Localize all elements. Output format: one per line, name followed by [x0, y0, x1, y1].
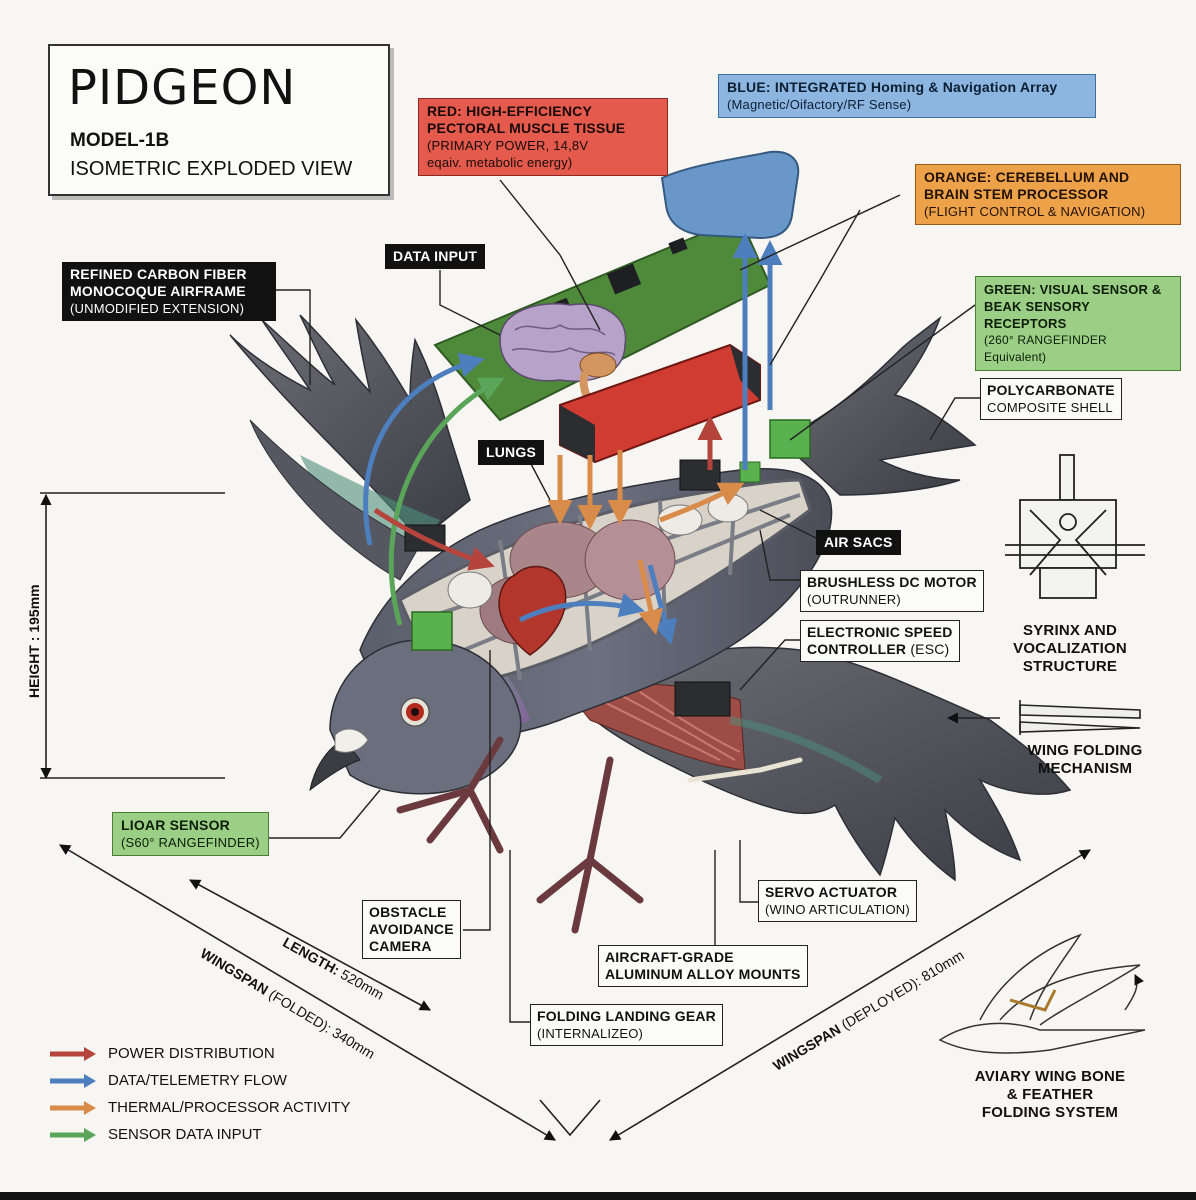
dimension-lines — [40, 492, 1091, 1141]
callout-servo: SERVO ACTUATOR (WINO ARTICULATION) — [758, 880, 917, 922]
wing-folding-diagram — [946, 700, 1141, 735]
callout-servo-sub: (WINO ARTICULATION) — [765, 902, 910, 917]
callout-motor-sub: (OUTRUNNER) — [807, 592, 901, 607]
callout-polycarbonate: POLYCARBONATE COMPOSITE SHELL — [980, 378, 1122, 420]
legend: POWER DISTRIBUTION DATA/TELEMETRY FLOW T… — [48, 1040, 368, 1148]
callout-mounts: AIRCRAFT-GRADE ALUMINUM ALLOY MOUNTS — [598, 945, 808, 987]
flow-arrows — [363, 233, 783, 645]
syrinx-label-line2: VOCALIZATION — [1013, 640, 1127, 657]
callout-orange-brain-title2: BRAIN STEM PROCESSOR — [924, 186, 1109, 202]
aviary-label-line2: & FEATHER — [1006, 1086, 1094, 1103]
callout-airframe-title2: MONOCOQUE AIRFRAME — [70, 283, 246, 299]
syrinx-label: SYRINX AND VOCALIZATION STRUCTURE — [995, 622, 1145, 676]
aviary-sketch — [938, 933, 1146, 1054]
callout-orange-brain-sub: (FLIGHT CONTROL & NAVIGATION) — [924, 204, 1146, 219]
callout-airframe-sub: (UNMODIFIED EXTENSION) — [70, 301, 245, 316]
wing-folding-label-line1: WING FOLDING — [1027, 742, 1143, 759]
pigeon-head — [309, 611, 522, 795]
wing-folding-label-line2: MECHANISM — [1037, 760, 1133, 777]
aviary-label-line3: FOLDING SYSTEM — [981, 1104, 1119, 1121]
legend-item-thermal: THERMAL/PROCESSOR ACTIVITY — [48, 1094, 368, 1121]
aviary-label-line1: AVIARY WING BONE — [974, 1068, 1126, 1085]
callout-airframe: REFINED CARBON FIBER MONOCOQUE AIRFRAME … — [62, 262, 276, 321]
wing-folding-label: WING FOLDING MECHANISM — [1010, 742, 1160, 778]
dimension-height: HEIGHT : 195mm — [26, 584, 42, 698]
callout-red-muscle-title: RED: HIGH-EFFICIENCY PECTORAL MUSCLE TIS… — [427, 103, 626, 136]
callout-camera-line1: OBSTACLE — [369, 904, 447, 920]
callout-lidar: LIOAR SENSOR (S60° RANGEFINDER) — [112, 812, 269, 856]
syrinx-label-line1: SYRINX AND — [1023, 622, 1117, 639]
callout-mounts-line1: AIRCRAFT-GRADE — [605, 949, 734, 965]
callout-lidar-title: LIOAR SENSOR — [121, 817, 230, 833]
callout-motor-title: BRUSHLESS DC MOTOR — [807, 574, 977, 590]
callout-red-muscle-line2: eqaiv. metabolic energy) — [427, 155, 573, 170]
callout-green-visual-sub: (260° RANGEFINDER Equivalent) — [984, 333, 1107, 364]
callout-orange-brain-title1: ORANGE: CEREBELLUM AND — [924, 169, 1130, 185]
callout-mounts-line2: ALUMINUM ALLOY MOUNTS — [605, 966, 801, 982]
callout-landing-gear-sub: (INTERNALIZEO) — [537, 1026, 644, 1041]
callout-landing-gear: FOLDING LANDING GEAR (INTERNALIZEO) — [530, 1004, 723, 1046]
callout-air-sacs: AIR SACS — [816, 530, 901, 555]
legend-label-data: DATA/TELEMETRY FLOW — [108, 1072, 287, 1089]
bottom-border — [0, 1192, 1196, 1200]
callout-data-input: DATA INPUT — [385, 244, 486, 269]
callout-polycarbonate-sub: COMPOSITE SHELL — [987, 400, 1113, 415]
callout-polycarbonate-title: POLYCARBONATE — [987, 382, 1115, 398]
model-name: MODEL-1B — [70, 130, 170, 151]
arrow-icon — [50, 1046, 96, 1061]
legend-item-sensor: SENSOR DATA INPUT — [48, 1121, 368, 1148]
legend-label-thermal: THERMAL/PROCESSOR ACTIVITY — [108, 1099, 351, 1116]
title-block: PIDGEON MODEL-1B ISOMETRIC EXPLODED VIEW — [48, 44, 390, 196]
callout-green-visual-title2: BEAK SENSORY RECEPTORS — [984, 299, 1090, 331]
diagram-title: PIDGEON — [68, 60, 297, 116]
callout-esc-sub: (ESC) — [910, 641, 950, 657]
callout-landing-gear-title: FOLDING LANDING GEAR — [537, 1008, 716, 1024]
callout-blue-homing: BLUE: INTEGRATED Homing & Navigation Arr… — [718, 74, 1096, 118]
arrow-icon — [50, 1073, 96, 1088]
callout-lungs: LUNGS — [478, 440, 544, 465]
callout-esc-title1: ELECTRONIC SPEED — [807, 624, 953, 640]
legend-item-data: DATA/TELEMETRY FLOW — [48, 1067, 368, 1094]
callout-esc: ELECTRONIC SPEED CONTROLLER (ESC) — [800, 620, 960, 662]
callout-camera: OBSTACLE AVOIDANCE CAMERA — [362, 900, 461, 959]
callout-servo-title: SERVO ACTUATOR — [765, 884, 898, 900]
right-wing — [558, 646, 1072, 882]
legend-label-power: POWER DISTRIBUTION — [108, 1045, 275, 1062]
aviary-label: AVIARY WING BONE & FEATHER FOLDING SYSTE… — [960, 1068, 1140, 1122]
view-name: ISOMETRIC EXPLODED VIEW — [70, 158, 353, 180]
callout-blue-homing-title: BLUE: INTEGRATED Homing & Navigation Arr… — [727, 79, 1058, 95]
syrinx-label-line3: STRUCTURE — [1022, 658, 1118, 675]
callout-red-muscle: RED: HIGH-EFFICIENCY PECTORAL MUSCLE TIS… — [418, 98, 668, 176]
callout-blue-homing-sub: (Magnetic/Oifactory/RF Sense) — [727, 97, 912, 112]
callout-airframe-title1: REFINED CARBON FIBER — [70, 266, 247, 282]
syrinx-diagram — [1005, 454, 1145, 599]
callout-camera-line3: CAMERA — [369, 938, 432, 954]
arrow-icon — [50, 1127, 96, 1142]
callout-green-visual-title1: GREEN: VISUAL SENSOR & — [984, 282, 1162, 297]
callout-green-visual: GREEN: VISUAL SENSOR & BEAK SENSORY RECE… — [975, 276, 1181, 371]
tail — [778, 315, 977, 496]
callout-camera-line2: AVOIDANCE — [369, 921, 454, 937]
exploded-components — [433, 150, 800, 491]
callout-esc-title2: CONTROLLER — [807, 641, 907, 657]
legend-label-sensor: SENSOR DATA INPUT — [108, 1126, 262, 1143]
callout-lidar-sub: (S60° RANGEFINDER) — [121, 835, 260, 850]
callout-orange-brain: ORANGE: CEREBELLUM AND BRAIN STEM PROCES… — [915, 164, 1181, 225]
callout-red-muscle-line1: (PRIMARY POWER, 14,8V — [427, 138, 589, 153]
arrow-icon — [50, 1100, 96, 1115]
legend-item-power: POWER DISTRIBUTION — [48, 1040, 368, 1067]
callout-motor: BRUSHLESS DC MOTOR (OUTRUNNER) — [800, 570, 984, 612]
